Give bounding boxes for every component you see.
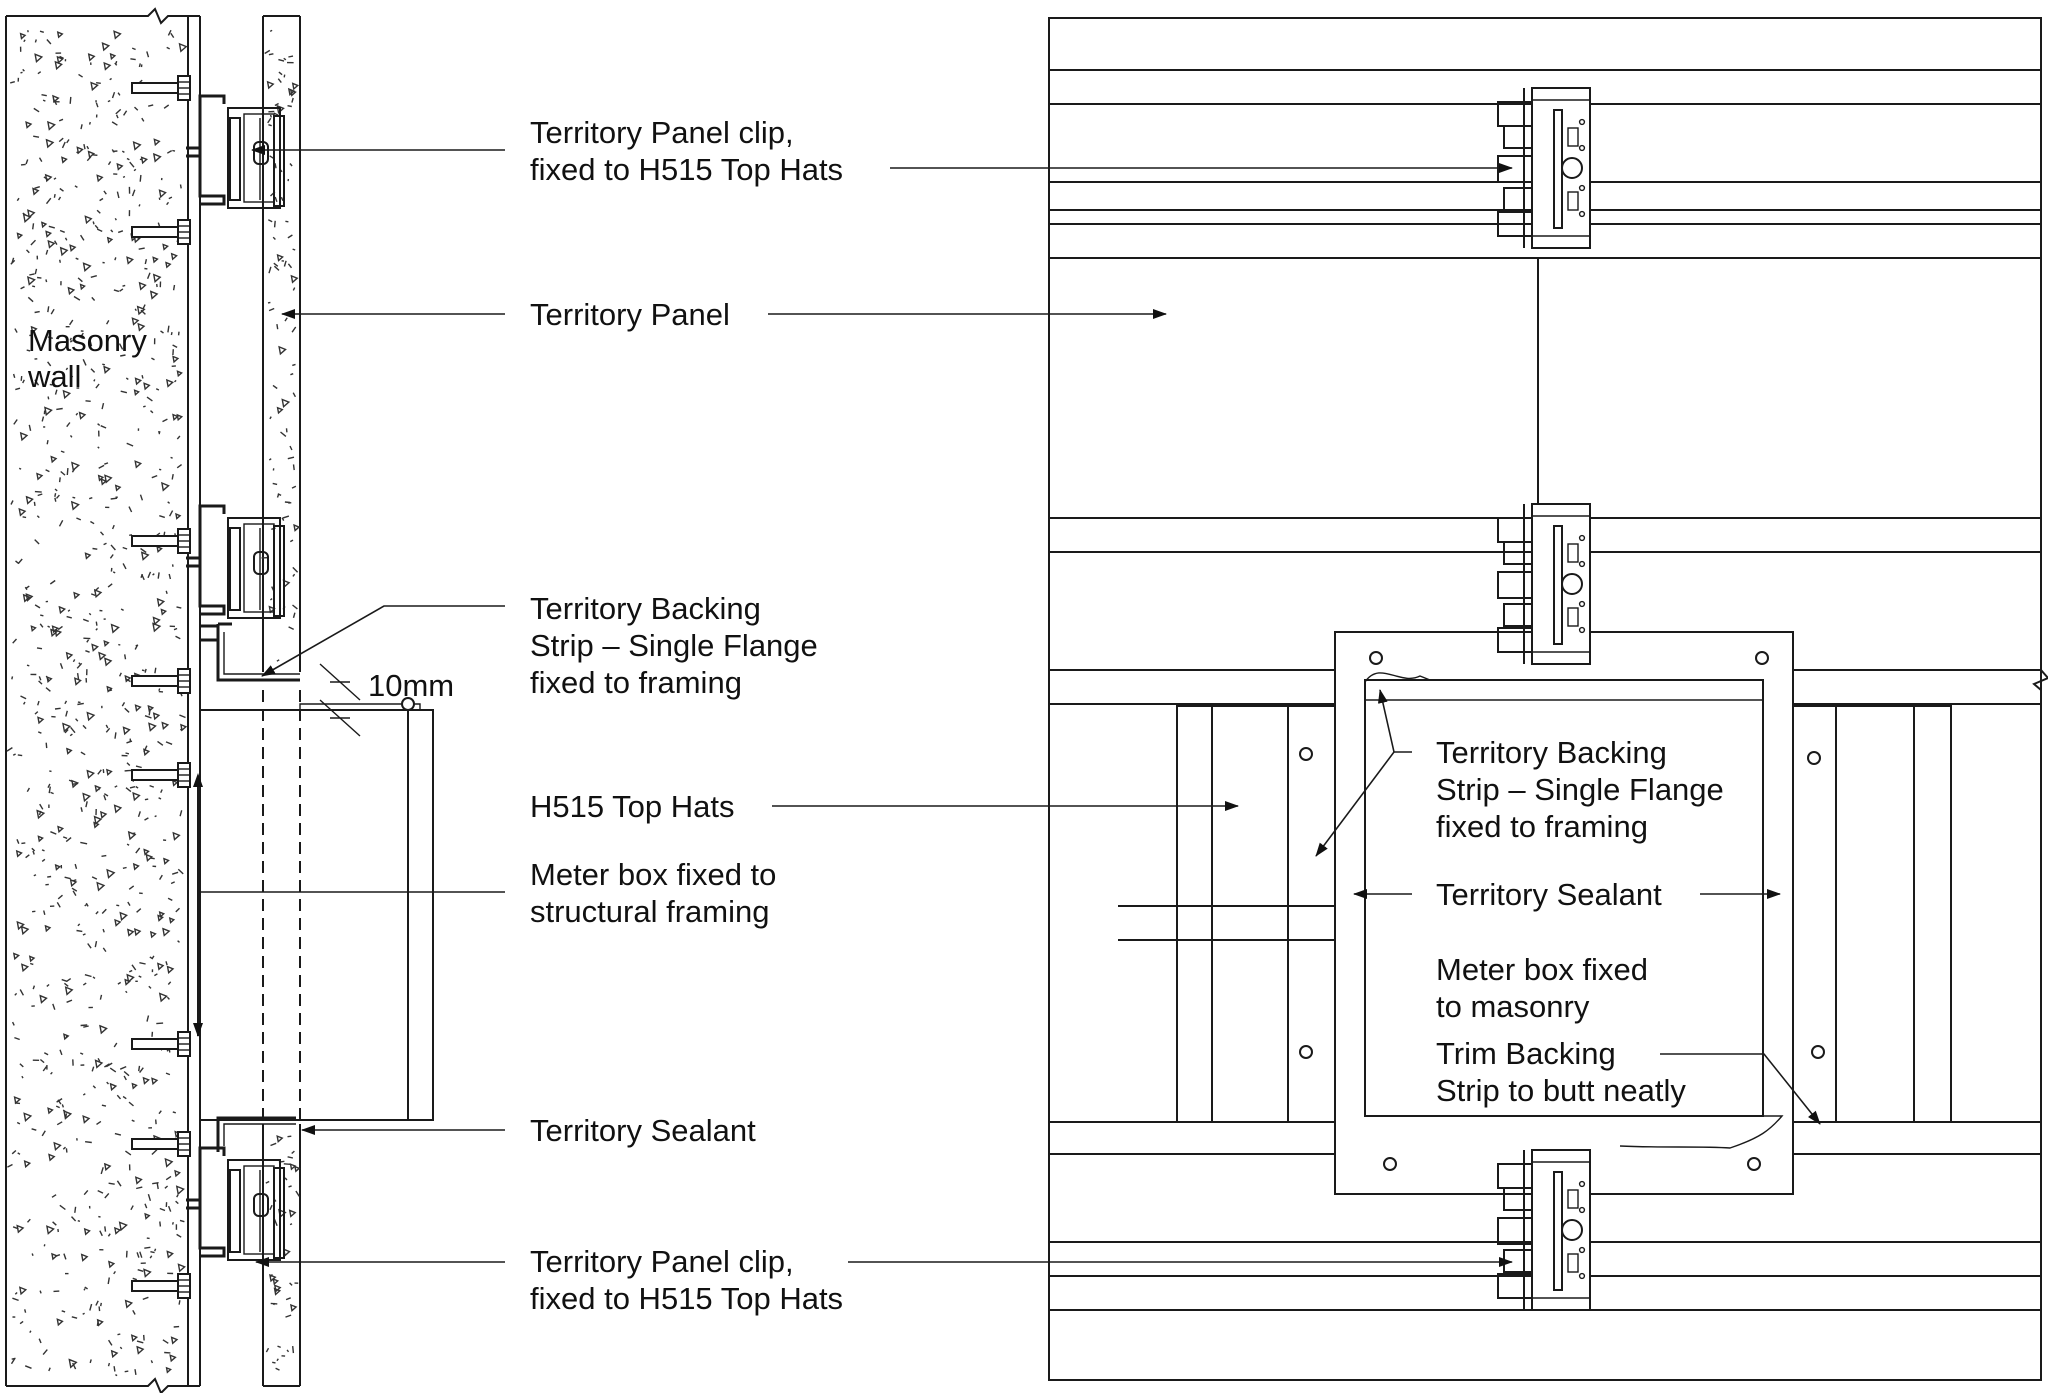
label-panel-clip-bottom-1: Territory Panel clip, xyxy=(530,1244,794,1279)
label-elev-trim-1: Trim Backing xyxy=(1436,1036,1616,1071)
label-panel-clip-bottom-2: fixed to H515 Top Hats xyxy=(530,1281,843,1316)
gap-dimension-marks xyxy=(320,664,360,736)
meter-box-section xyxy=(200,690,433,1124)
masonry-wall xyxy=(6,9,188,1393)
label-masonry-wall-1: Masonry xyxy=(28,323,147,358)
label-elev-backing-1: Territory Backing xyxy=(1436,735,1667,770)
panel-clip-section-bottom xyxy=(186,1148,284,1260)
label-gap-dimension: 10mm xyxy=(368,668,454,703)
elevation-view xyxy=(1049,18,2048,1380)
panel-clip-section-mid xyxy=(186,506,284,618)
label-elev-sealant: Territory Sealant xyxy=(1436,877,1662,912)
label-backing-strip-2: Strip – Single Flange xyxy=(530,628,818,663)
label-elev-backing-2: Strip – Single Flange xyxy=(1436,772,1724,807)
panel-clip-section-top xyxy=(186,96,284,208)
label-panel-clip-top-1: Territory Panel clip, xyxy=(530,115,794,150)
backing-strip-section-top xyxy=(200,624,300,680)
label-territory-panel: Territory Panel xyxy=(530,297,730,332)
label-elev-backing-3: fixed to framing xyxy=(1436,809,1648,844)
label-top-hats: H515 Top Hats xyxy=(530,789,735,824)
label-elev-meter-2: to masonry xyxy=(1436,989,1590,1024)
label-elev-meter-1: Meter box fixed xyxy=(1436,952,1648,987)
label-backing-strip-1: Territory Backing xyxy=(530,591,761,626)
backing-strip-section-bottom xyxy=(200,1118,296,1152)
label-panel-clip-top-2: fixed to H515 Top Hats xyxy=(530,152,843,187)
bolts xyxy=(132,76,190,1298)
label-backing-strip-3: fixed to framing xyxy=(530,665,742,700)
label-meter-box-section-1: Meter box fixed to xyxy=(530,857,776,892)
meter-box-elevation xyxy=(1335,632,1793,1194)
label-elev-trim-2: Strip to butt neatly xyxy=(1436,1073,1686,1108)
label-meter-box-section-2: structural framing xyxy=(530,894,769,929)
label-masonry-wall-2: wall xyxy=(27,359,81,394)
label-sealant-section: Territory Sealant xyxy=(530,1113,756,1148)
